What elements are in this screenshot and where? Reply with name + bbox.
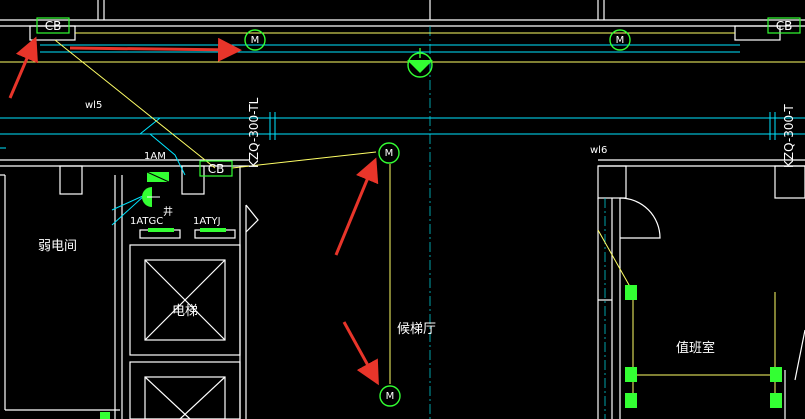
axis-lines (429, 26, 606, 419)
trunk-label-right: KZQ-300-T (782, 104, 796, 168)
panel-boxes (148, 228, 226, 232)
room-label-elevator-lobby: 候梯厅 (397, 322, 436, 337)
motor-label: M (251, 35, 260, 46)
arrow-to-cb-top-left (8, 36, 38, 99)
room-label-elevator: 电梯 (172, 304, 198, 319)
room-label-duty-room: 值班室 (676, 340, 715, 356)
arrow-to-motor-bottom (342, 321, 379, 386)
annotation-arrows (8, 36, 379, 386)
circuit-label-wl5: wl5 (85, 100, 102, 111)
panel-label-1atgc: 1ATGC (130, 216, 163, 227)
room-label-well: 井 (163, 205, 173, 218)
circuit-label-wl6: wl6 (590, 145, 607, 156)
motor-symbol-top-2[interactable]: M (609, 29, 631, 51)
cb-box-top-right[interactable]: CB (767, 17, 801, 34)
panel-label-1am: 1AM (144, 151, 166, 162)
panel-1am-icon (146, 171, 170, 183)
motor-label: M (616, 35, 625, 46)
room-label-weak-current: 弱电间 (38, 239, 77, 254)
cb-label: CB (45, 19, 62, 33)
motor-symbol-mid[interactable]: M (378, 142, 400, 164)
distribution-box-icon (142, 187, 160, 207)
motor-symbol-bottom[interactable]: M (379, 385, 401, 407)
trunk-label-left: KZQ-300-TL (247, 97, 261, 168)
cb-box-top-left[interactable]: CB (36, 17, 70, 34)
exhaust-fan-icon (407, 48, 433, 78)
motor-symbol-top-1[interactable]: M (244, 29, 266, 51)
motor-label: M (386, 391, 395, 402)
motor-label: M (385, 148, 394, 159)
cb-box-mid[interactable]: CB (199, 160, 233, 177)
cb-label: CB (208, 162, 225, 176)
light-fixture-icon (100, 285, 782, 419)
power-wiring (0, 32, 805, 400)
panel-label-1atyj: 1ATYJ (193, 216, 221, 227)
arrow-to-motor-top (69, 37, 242, 62)
cable-tray (0, 44, 805, 226)
cb-label: CB (776, 19, 793, 33)
arrow-to-motor-mid (334, 157, 379, 256)
